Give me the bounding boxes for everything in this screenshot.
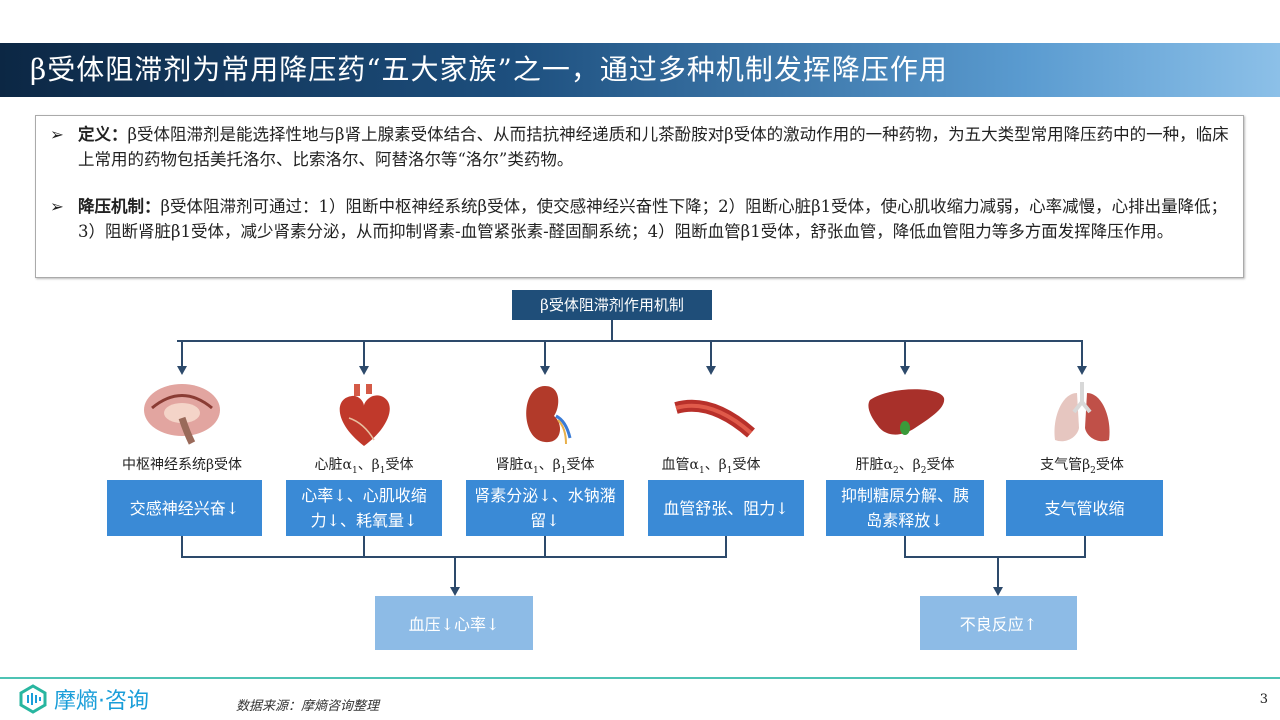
- definition-label: 定义：: [78, 125, 128, 144]
- connector: [904, 536, 906, 556]
- connector: [725, 536, 727, 556]
- outcome-adverse: 不良反应↑: [920, 596, 1077, 650]
- receptor-label: 肝脏α2、β2受体: [855, 457, 955, 476]
- root-node: β受体阻滞剂作用机制: [512, 290, 712, 320]
- effect-box: 血管舒张、阻力↓: [648, 480, 804, 536]
- kidney-icon: [526, 386, 572, 445]
- connector: [544, 340, 546, 368]
- arrow-down-icon: [993, 587, 1003, 596]
- receptor-label: 支气管β2受体: [1040, 457, 1124, 476]
- connector: [454, 556, 456, 587]
- arrow-down-icon: [177, 366, 187, 375]
- connector: [710, 340, 712, 368]
- receptor-label: 心脏α1、β1受体: [314, 457, 414, 476]
- bullet-arrow-icon: ➢: [50, 197, 64, 216]
- vessel-icon: [674, 399, 755, 438]
- logo-text: 摩熵·咨询: [54, 689, 149, 714]
- mechanism-text: β受体阻滞剂可通过：1）阻断中枢神经系统β受体，使交感神经兴奋性下降；2）阻断心…: [78, 197, 1228, 241]
- outcome-bp-hr: 血压↓心率↓: [375, 596, 533, 650]
- footer-divider: [0, 677, 1280, 679]
- liver-icon: [868, 389, 945, 435]
- connector: [177, 340, 1083, 342]
- connector: [611, 320, 613, 340]
- connector: [904, 340, 906, 368]
- brain-icon: [144, 384, 220, 445]
- effect-box: 肾素分泌↓、水钠潴留↓: [466, 480, 624, 536]
- logo-hexagon-icon: [19, 684, 47, 714]
- bullet-arrow-icon: ➢: [50, 125, 64, 144]
- connector: [363, 340, 365, 368]
- connector: [363, 536, 365, 556]
- arrow-down-icon: [1077, 366, 1087, 375]
- connector: [1081, 340, 1083, 368]
- connector: [181, 536, 183, 556]
- connector: [544, 536, 546, 556]
- brand-logo: 摩熵·咨询: [18, 683, 149, 715]
- effect-box: 交感神经兴奋↓: [107, 480, 262, 536]
- definition-paragraph: ➢ 定义：β受体阻滞剂是能选择性地与β肾上腺素受体结合、从而拮抗神经递质和儿茶酚胺…: [50, 122, 1229, 172]
- effect-box: 抑制糖原分解、胰岛素释放↓: [826, 480, 984, 536]
- effect-box: 心率↓、心肌收缩力↓、耗氧量↓: [286, 480, 442, 536]
- effect-box: 支气管收缩: [1006, 480, 1163, 536]
- definition-text: β受体阻滞剂是能选择性地与β肾上腺素受体结合、从而拮抗神经递质和儿茶酚胺对β受体…: [78, 125, 1229, 169]
- arrow-down-icon: [900, 366, 910, 375]
- page-number: 3: [1259, 692, 1268, 707]
- arrow-down-icon: [706, 366, 716, 375]
- mechanism-paragraph: ➢ 降压机制：β受体阻滞剂可通过：1）阻断中枢神经系统β受体，使交感神经兴奋性下降…: [50, 194, 1229, 244]
- arrow-down-icon: [540, 366, 550, 375]
- mechanism-label: 降压机制：: [78, 197, 161, 216]
- slide-title: β受体阻滞剂为常用降压药“五大家族”之一，通过多种机制发挥降压作用: [0, 43, 1280, 97]
- connector: [997, 556, 999, 587]
- source-note: 数据来源：摩熵咨询整理: [236, 699, 380, 714]
- receptor-label: 肾脏α1、β1受体: [495, 457, 595, 476]
- summary-box: ➢ 定义：β受体阻滞剂是能选择性地与β肾上腺素受体结合、从而拮抗神经递质和儿茶酚胺…: [35, 115, 1244, 278]
- connector: [904, 556, 1086, 558]
- connector: [1084, 536, 1086, 556]
- heart-icon: [339, 384, 390, 446]
- lungs-icon: [1054, 382, 1110, 442]
- receptor-label: 中枢神经系统β受体: [121, 457, 243, 473]
- arrow-down-icon: [450, 587, 460, 596]
- connector: [181, 340, 183, 368]
- arrow-down-icon: [359, 366, 369, 375]
- receptor-label: 血管α1、β1受体: [661, 457, 761, 476]
